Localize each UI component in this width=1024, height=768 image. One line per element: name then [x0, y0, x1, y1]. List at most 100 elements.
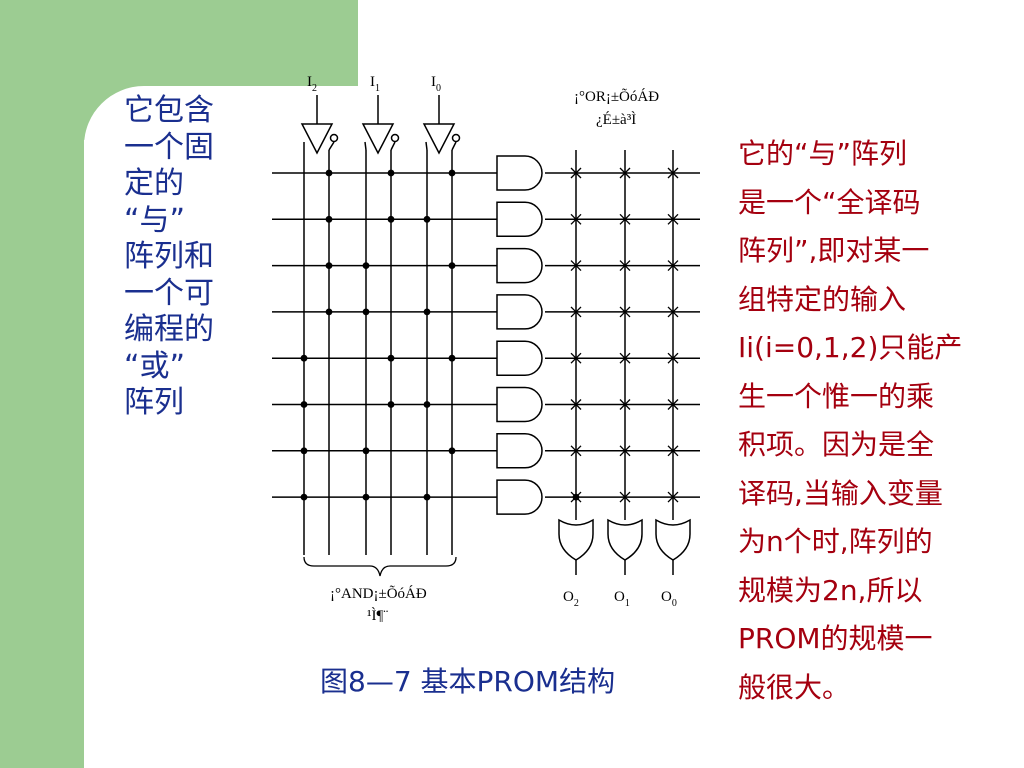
left-line: “与” [124, 202, 186, 238]
right-line: Ii(i=0,1,2)只能产 [738, 331, 963, 364]
programmable-cross-mark [570, 260, 582, 272]
left-description: 它包含 一个固 定的 “与” 阵列和 一个可 编程的 “或” 阵列 [124, 93, 239, 422]
and-gate-icon [496, 479, 543, 515]
programmable-cross-mark [667, 445, 679, 457]
fixed-connection-dot [448, 169, 456, 177]
fixed-connection-dot [362, 308, 370, 316]
programmable-cross-mark [570, 213, 582, 225]
fixed-connection-dot [423, 493, 431, 501]
programmable-cross-mark [570, 352, 582, 364]
fixed-connection-dot [300, 493, 308, 501]
input-label-i2: I2 [307, 74, 317, 94]
fixed-connection-dot [325, 308, 333, 316]
buffer-inverted-output [390, 141, 396, 151]
fixed-connection-dot [448, 262, 456, 269]
input-buffer-icon [300, 123, 334, 155]
right-line: 是一个“全译码 [738, 185, 921, 219]
input-label-i0: I0 [431, 74, 441, 94]
programmable-cross-mark [619, 445, 631, 457]
programmable-cross-mark [667, 491, 679, 503]
or-gate-icon [607, 518, 643, 561]
left-line: 一个固 [124, 129, 214, 165]
and-gate-icon [496, 201, 543, 238]
fixed-connection-dot [423, 215, 431, 223]
diagram-wiring [272, 95, 700, 575]
programmable-cross-mark [619, 260, 631, 272]
inverter-bubble-icon [390, 133, 400, 143]
fixed-connection-dot [362, 493, 370, 501]
buffer-true-output [425, 141, 428, 151]
and-gate-icon [496, 433, 543, 469]
fixed-connection-dot [300, 447, 308, 455]
programmable-cross-mark [570, 445, 582, 457]
programmable-cross-mark [667, 399, 679, 410]
programmable-cross-mark [667, 306, 679, 318]
programmable-cross-mark [619, 213, 631, 225]
figure-caption: 图8—7 基本PROM结构 [320, 665, 616, 698]
input-label-i1: I1 [370, 74, 380, 94]
fixed-connection-dot [448, 447, 456, 455]
fixed-connection-dot [300, 401, 308, 408]
and-array-sublabel: ¹Ì¶¨ [367, 607, 388, 624]
left-line: 编程的 [124, 312, 214, 347]
fixed-connection-dot [325, 169, 333, 177]
fixed-connection-dot [325, 262, 333, 269]
and-gate-icon [496, 386, 543, 423]
fixed-connection-dot [325, 215, 333, 223]
programmable-cross-mark [667, 213, 679, 225]
programmable-cross-mark [570, 306, 582, 318]
right-line: 它的“与”阵列 [738, 137, 908, 170]
right-description: 它的“与”阵列 是一个“全译码 阵列”,即对某一 组特定的输入 Ii(i=0,1… [738, 130, 1008, 712]
left-line: “或” [124, 348, 186, 384]
right-line: 生一个惟一的乘 [738, 379, 935, 413]
and-array-brace [303, 556, 457, 577]
programmable-cross-mark [667, 260, 679, 272]
fixed-connection-dot [423, 401, 431, 408]
and-gate-icon [496, 294, 543, 330]
fixed-connection-dot [362, 262, 370, 269]
fixed-connection-dot [387, 354, 395, 362]
buffer-true-output [364, 141, 367, 151]
output-label-o2: O2 [563, 589, 579, 609]
programmable-cross-mark [570, 399, 582, 410]
inverter-bubble-icon [451, 133, 461, 143]
output-label-o0: O0 [661, 589, 677, 609]
programmable-cross-mark [619, 399, 631, 410]
or-array-label: ¡°OR¡±ÕóÁÐ [574, 88, 659, 105]
programmable-cross-mark [570, 167, 582, 179]
programmable-cross-mark [619, 306, 631, 318]
programmable-cross-mark [667, 167, 679, 179]
inverter-bubble-icon [329, 133, 339, 143]
and-array-label: ¡°AND¡±ÕóÁÐ [330, 585, 427, 602]
buffer-inverted-output [451, 141, 457, 151]
fixed-connection-dot [423, 308, 431, 316]
right-line: 组特定的输入 [738, 282, 907, 316]
fixed-connection-dot [362, 447, 370, 455]
right-line: 规模为2n,所以 [738, 573, 923, 607]
and-gate-icon [496, 340, 543, 376]
input-buffer-icon [361, 123, 395, 155]
or-gate-icon [558, 518, 594, 561]
fixed-connection-dot [387, 169, 395, 177]
right-line: 般很大。 [738, 670, 851, 704]
or-array-sublabel: ¿É±à³Ì [596, 111, 636, 128]
and-gate-icon [496, 247, 543, 284]
programmable-cross-mark [667, 352, 679, 364]
right-line: 译码,当输入变量 [738, 476, 943, 510]
right-line: 积项。因为是全 [738, 428, 935, 461]
buffer-inverted-output [328, 141, 335, 151]
programmed-connection-dot [572, 493, 580, 501]
left-line: 阵列和 [124, 239, 214, 274]
fixed-connection-dot [300, 354, 308, 362]
content-panel [84, 86, 1024, 768]
input-buffer-icon [422, 123, 456, 155]
diagram-gates [300, 123, 691, 561]
left-line: 它包含 [124, 93, 214, 128]
programmable-cross-mark [619, 491, 631, 503]
diagram-marks [300, 167, 679, 503]
fixed-connection-dot [387, 215, 395, 223]
right-line: 阵列”,即对某一 [738, 234, 930, 267]
right-line: PROM的规模一 [738, 622, 933, 655]
output-label-o1: O1 [614, 589, 630, 609]
fixed-connection-dot [448, 354, 456, 362]
